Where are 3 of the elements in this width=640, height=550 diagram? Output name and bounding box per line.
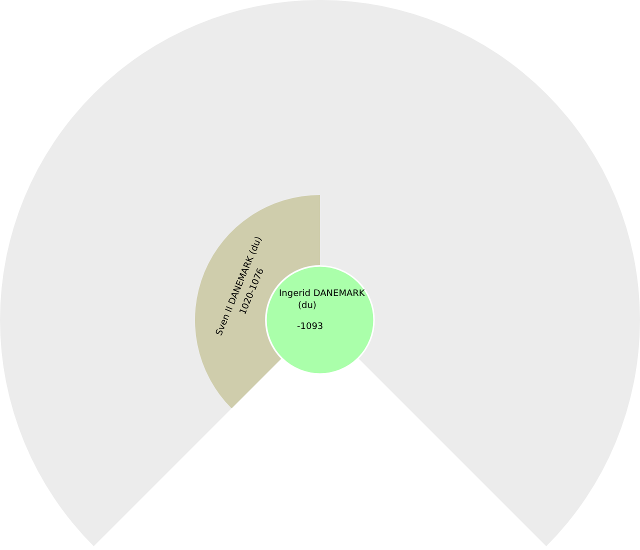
- person-circle: [265, 265, 375, 375]
- life-dates: -1093: [297, 321, 324, 333]
- person-name: Ingerid DANEMARK (du): [279, 288, 366, 312]
